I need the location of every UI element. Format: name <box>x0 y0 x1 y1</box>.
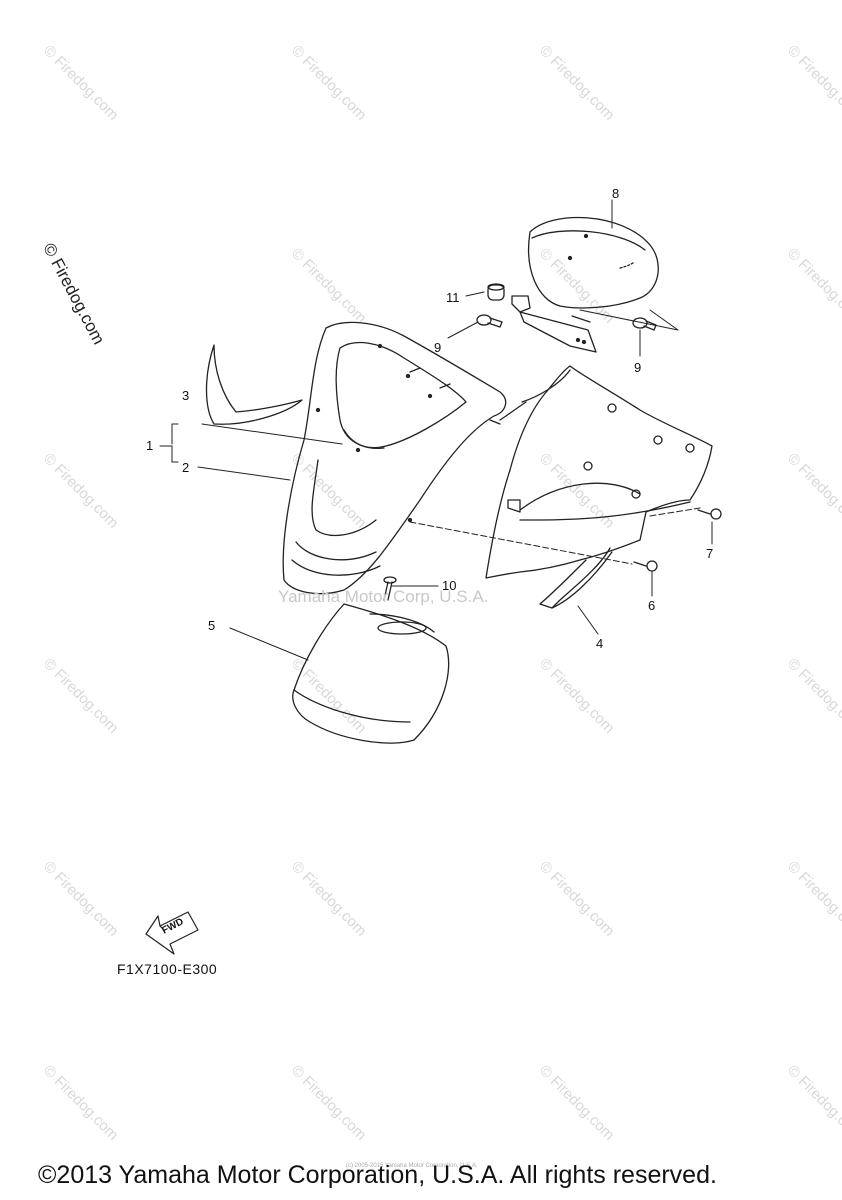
leader-lines <box>159 199 713 661</box>
part-bolt <box>632 317 657 331</box>
part-bolt <box>697 508 722 520</box>
fwd-arrow-label: FWD <box>160 916 185 936</box>
callout-number: 7 <box>706 546 714 561</box>
part-front-cover <box>282 321 507 595</box>
fwd-arrow-icon <box>145 911 199 955</box>
part-screw <box>383 576 397 601</box>
callout-number: 3 <box>182 388 190 403</box>
part-code: F1X7100-E300 <box>117 961 218 977</box>
part-bracket <box>511 295 597 353</box>
part-trim-panel <box>205 344 303 425</box>
callout-number: 8 <box>612 186 620 201</box>
callout-number: 11 <box>446 290 460 305</box>
part-collar <box>487 283 505 301</box>
copyright-notice: ©2013 Yamaha Motor Corporation, U.S.A. A… <box>38 1161 717 1189</box>
callout-number: 10 <box>442 578 457 593</box>
callout-number: 5 <box>208 618 216 633</box>
callout-number: 9 <box>434 340 442 355</box>
callout-number: 9 <box>634 360 642 375</box>
part-windscreen <box>528 216 659 309</box>
center-watermark: Yamaha Motor Corp, U.S.A. <box>278 587 489 606</box>
part-front-fender <box>292 603 450 744</box>
callout-number: 4 <box>596 636 604 651</box>
part-inner-panel <box>485 365 713 609</box>
part-bolt <box>476 314 503 328</box>
part-bolt <box>633 560 658 572</box>
callout-number: 6 <box>648 598 656 613</box>
callout-number: 2 <box>182 460 190 475</box>
tiny-notice: (c) 2005-2015 Yamaha Motor Corporation, … <box>346 1163 478 1169</box>
callout-number: 1 <box>146 438 154 453</box>
